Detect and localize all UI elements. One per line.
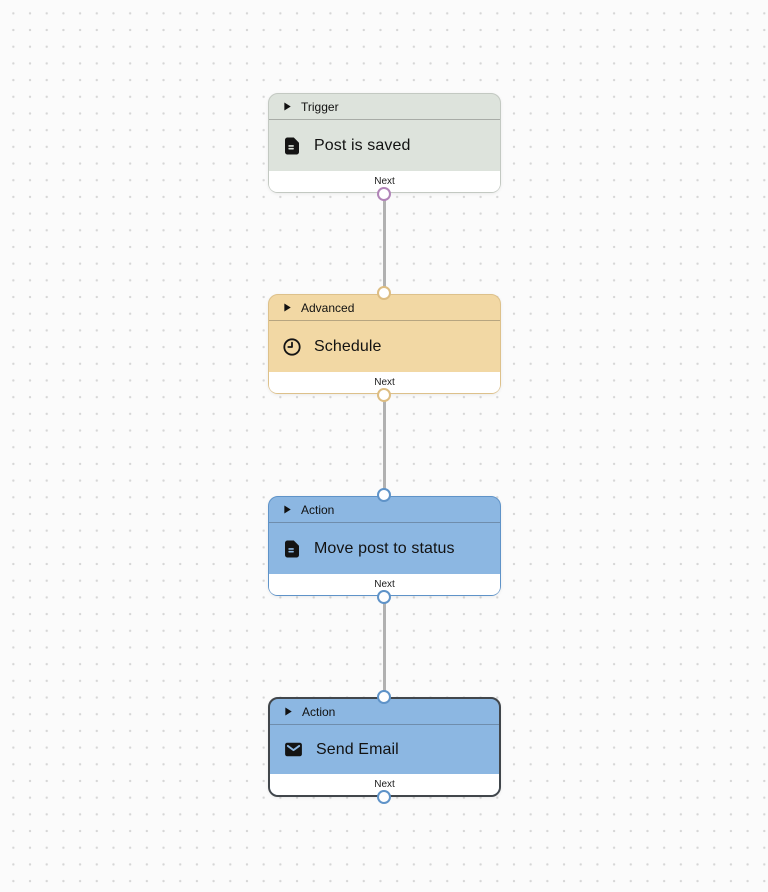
node-title: Post is saved [314, 136, 411, 154]
node-header[interactable]: Trigger [269, 94, 500, 120]
node-body[interactable]: Move post to status [269, 523, 500, 574]
input-port[interactable] [377, 488, 391, 502]
envelope-icon [283, 739, 304, 760]
input-port[interactable] [377, 286, 391, 300]
node-body[interactable]: Send Email [270, 725, 499, 774]
node-advanced-schedule[interactable]: Advanced Schedule Next [268, 286, 501, 402]
document-icon [282, 539, 302, 559]
collapse-caret-icon[interactable] [283, 505, 292, 514]
output-port[interactable] [377, 187, 391, 201]
node-trigger-post-is-saved[interactable]: Trigger Post is saved Next [268, 93, 501, 201]
output-port[interactable] [377, 388, 391, 402]
node-action-move-post-to-status[interactable]: Action Move post to status Next [268, 488, 501, 604]
output-port[interactable] [377, 790, 391, 804]
output-port[interactable] [377, 590, 391, 604]
node-header[interactable]: Advanced [269, 295, 500, 321]
document-icon [282, 136, 302, 156]
node-footer: Next [269, 372, 500, 393]
collapse-caret-icon[interactable] [283, 102, 292, 111]
node-action-send-email[interactable]: Action Send Email Next [268, 690, 501, 804]
collapse-caret-icon[interactable] [284, 707, 293, 716]
next-port-label: Next [374, 377, 395, 388]
node-title: Move post to status [314, 539, 455, 557]
next-port-label: Next [374, 579, 395, 590]
node-title: Send Email [316, 740, 399, 758]
input-port[interactable] [377, 690, 391, 704]
next-port-label: Next [374, 176, 395, 187]
node-category-label: Action [302, 704, 336, 719]
node-footer: Next [269, 171, 500, 192]
node-category-label: Action [301, 502, 335, 517]
clock-icon [282, 337, 302, 357]
node-footer: Next [269, 574, 500, 595]
node-header[interactable]: Action [269, 497, 500, 523]
connector-edge[interactable] [383, 596, 386, 698]
next-port-label: Next [374, 779, 395, 790]
connector-edge[interactable] [383, 193, 386, 295]
connector-edge[interactable] [383, 394, 386, 497]
node-footer: Next [270, 774, 499, 795]
node-body[interactable]: Schedule [269, 321, 500, 372]
collapse-caret-icon[interactable] [283, 303, 292, 312]
node-category-label: Advanced [301, 300, 355, 315]
node-body[interactable]: Post is saved [269, 120, 500, 171]
node-title: Schedule [314, 337, 382, 355]
node-category-label: Trigger [301, 99, 339, 114]
node-header[interactable]: Action [270, 699, 499, 725]
